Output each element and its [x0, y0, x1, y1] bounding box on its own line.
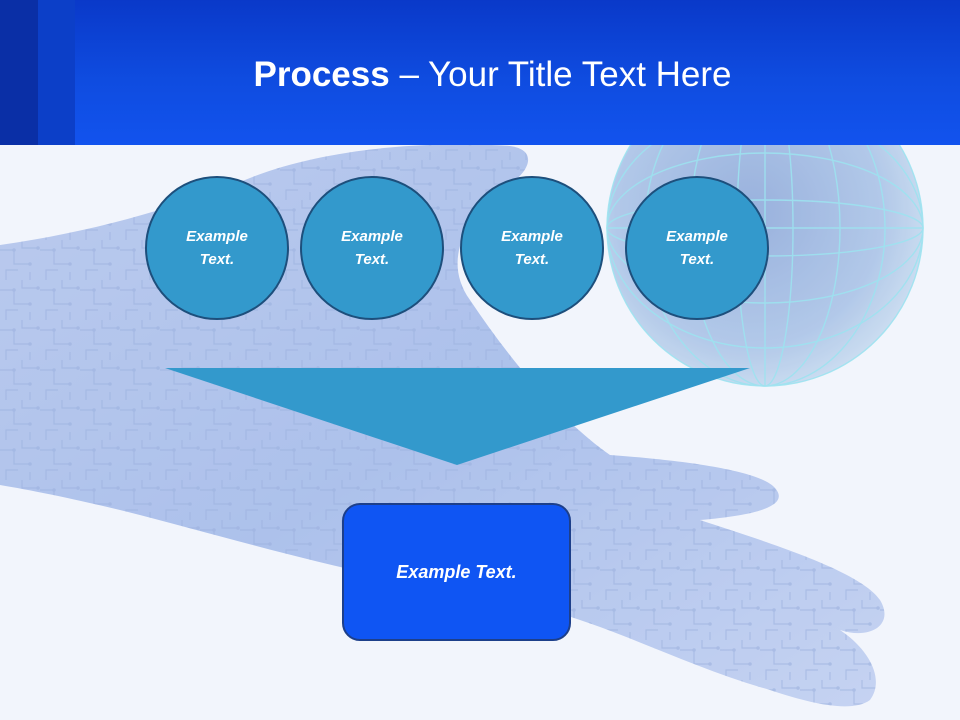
process-step-label: Example Text.: [501, 228, 563, 268]
result-box[interactable]: Example Text.: [342, 503, 571, 641]
process-step-4[interactable]: Example Text.: [625, 176, 769, 320]
result-label: Example Text.: [396, 561, 517, 582]
process-step-2[interactable]: Example Text.: [300, 176, 444, 320]
header-accent-bar: [0, 0, 38, 145]
header-bar: Process – Your Title Text Here: [0, 0, 960, 145]
process-step-label: Example Text.: [341, 228, 403, 268]
header-accent-bar: [38, 0, 75, 145]
process-step-label: Example Text.: [186, 228, 248, 268]
process-step-1[interactable]: Example Text.: [145, 176, 289, 320]
funnel-arrow: [165, 368, 750, 465]
process-step-3[interactable]: Example Text.: [460, 176, 604, 320]
title-rest: – Your Title Text Here: [389, 55, 732, 94]
title-bold: Process: [253, 55, 390, 94]
page-title: Process – Your Title Text Here: [0, 53, 960, 97]
process-step-label: Example Text.: [666, 228, 728, 268]
